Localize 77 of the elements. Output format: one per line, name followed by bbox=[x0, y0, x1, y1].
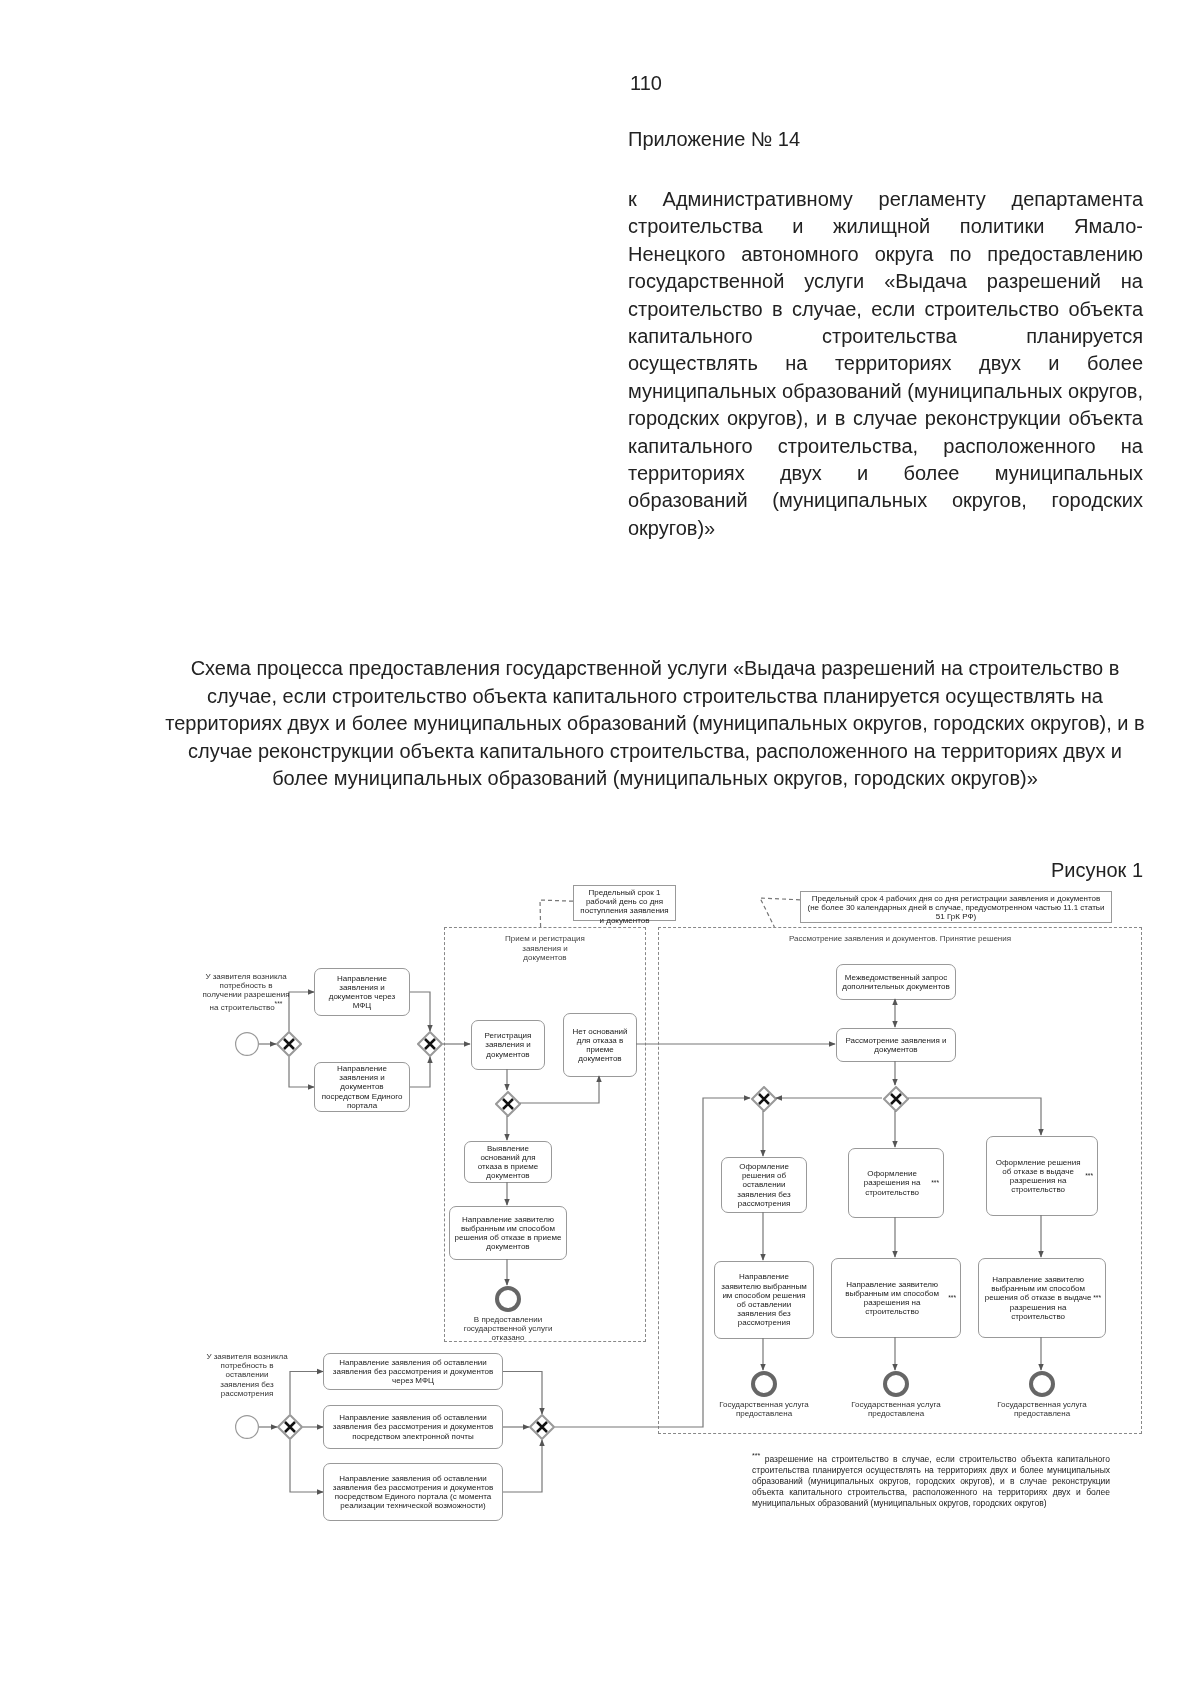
flow-arrow bbox=[288, 1056, 315, 1090]
flow-arrow bbox=[504, 1068, 510, 1091]
flow-arrow bbox=[635, 1041, 836, 1047]
appendix-heading: Приложение № 14 bbox=[628, 127, 802, 152]
flow-arrow bbox=[760, 1110, 766, 1157]
process-lane bbox=[658, 927, 1142, 1434]
task-box: Направление заявителю выбранным им способом решения об отказе в приеме документов bbox=[449, 1206, 567, 1260]
task-box: Регистрация заявления и документов bbox=[471, 1020, 545, 1070]
task-box: Направление заявления об оставлении заявления без рассмотрения и документов посредством электронной почты bbox=[323, 1405, 503, 1449]
flow-arrow bbox=[775, 1095, 883, 1101]
end-event-circle bbox=[883, 1371, 909, 1397]
association-line bbox=[539, 899, 574, 928]
flow-arrow bbox=[892, 1110, 898, 1148]
task-box: Оформление решения об оставлении заявления без рассмотрения bbox=[721, 1157, 807, 1213]
flow-arrow bbox=[258, 1424, 278, 1430]
flow-arrow bbox=[442, 1041, 471, 1047]
flow-arrow bbox=[519, 1075, 602, 1104]
flow-arrow bbox=[502, 1424, 530, 1430]
task-box: Межведомственный запрос дополнительных документов bbox=[836, 964, 956, 1000]
flow-arrow bbox=[289, 1368, 324, 1415]
flow-arrow bbox=[892, 998, 898, 1028]
event-label: У заявителя возникла потребность в оставлении заявления без рассмотрения bbox=[205, 1352, 289, 1398]
flow-arrow bbox=[1038, 1214, 1044, 1258]
start-event-circle bbox=[235, 1415, 259, 1439]
flow-arrow bbox=[1038, 1336, 1044, 1371]
flow-arrow bbox=[504, 1115, 510, 1141]
task-box: Направление заявления об оставлении заявления без рассмотрения и документов через МФЦ bbox=[323, 1353, 503, 1390]
flow-arrow bbox=[258, 1041, 277, 1047]
flow-arrow bbox=[288, 989, 315, 1032]
flow-arrow bbox=[907, 1097, 1044, 1136]
flow-arrow bbox=[554, 1095, 751, 1428]
gateway-diamond bbox=[495, 1091, 521, 1117]
page-number: 110 bbox=[630, 71, 663, 96]
lane-title: Рассмотрение заявления и документов. Принятие решения bbox=[787, 934, 1013, 944]
flow-arrow bbox=[892, 1216, 898, 1258]
gateway-diamond bbox=[751, 1086, 777, 1112]
gateway-diamond bbox=[276, 1031, 302, 1057]
footnote-text: $^{***}$ разрешение на строительство в случае, если строительство объекта капитального строительства планируется осуществлять на территориях двух и более муниципальных образований (муниципальных округов, городских округов), и в случае реконструкции объекта капитального строительства, расположенного на территориях двух и более муниципальных образований (муниципальных округов, городских округов) bbox=[752, 1452, 1110, 1510]
flow-arrow bbox=[409, 1056, 433, 1088]
flow-arrow bbox=[760, 1337, 766, 1371]
figure-number: Рисунок 1 bbox=[1049, 858, 1143, 883]
event-label: Государственная услуга предоставлена bbox=[718, 1400, 810, 1419]
gateway-diamond bbox=[277, 1414, 303, 1440]
flow-arrow bbox=[504, 1258, 510, 1286]
task-box: Выявление оснований для отказа в приеме документов bbox=[464, 1141, 552, 1183]
start-event-circle bbox=[235, 1032, 259, 1056]
task-box: Нет оснований для отказа в приеме документов bbox=[563, 1013, 637, 1077]
flow-arrow bbox=[760, 1211, 766, 1261]
appendix-text: к Административному регламенту департамента строительства и жилищной политики Ямало-Ненецкого автономного округа по предоставлению государственной услуги «Выдача разрешений на строительство в случае, если строительство объекта капитального строительства планируется осуществлять на территориях двух и более муниципальных образований (муниципальных округов, городских округов), и в случае реконструкции объекта капитального строительства, расположенного на территориях двух и более муниципальных образований (муниципальных округов, городских округов)» bbox=[628, 187, 1143, 541]
flow-arrow bbox=[504, 1181, 510, 1206]
association-line bbox=[759, 897, 801, 928]
task-box: Направление заявления и документов через МФЦ bbox=[314, 968, 410, 1016]
event-label: У заявителя возникла потребность в получении разрешения на строительство$^{***}$ bbox=[201, 972, 291, 1012]
end-event-circle bbox=[495, 1286, 521, 1312]
flow-arrow bbox=[502, 1439, 545, 1493]
event-label: Государственная услуга предоставлена bbox=[996, 1400, 1088, 1419]
flow-arrow bbox=[892, 1336, 898, 1371]
flow-arrow bbox=[289, 1439, 324, 1495]
end-event-circle bbox=[751, 1371, 777, 1397]
flow-arrow bbox=[502, 1370, 545, 1415]
task-box: Направление заявителю выбранным им способом решения об оставлении заявления без рассмотрения bbox=[714, 1261, 814, 1339]
event-label: Государственная услуга предоставлена bbox=[850, 1400, 942, 1419]
process-lane bbox=[444, 927, 646, 1342]
task-box: Направление заявления об оставлении заявления без рассмотрения и документов посредством Единого портала (с момента реализации технической возможности) bbox=[323, 1463, 503, 1521]
flow-arrow bbox=[892, 1060, 898, 1086]
diagram-title: Схема процесса предоставления государственной услуги «Выдача разрешений на строительство в случае, если строительство объекта капитального строительства планируется осуществлять на территориях двух и более муниципальных образований (муниципальных округов, городских округов), и в случае реконструкции объекта капитального строительства, расположенного на территориях двух и более муниципальных образований (муниципальных округов, городских округов)» bbox=[164, 656, 1146, 791]
flow-arrow bbox=[302, 1424, 324, 1430]
annotation-note: Предельный срок 4 рабочих дня со дня регистрации заявления и документов (не более 30 календарных дней в случае, предусмотренном частью 11.1 статьи 51 ГрК РФ) bbox=[800, 891, 1112, 923]
task-box: Рассмотрение заявления и документов bbox=[836, 1028, 956, 1062]
end-event-circle bbox=[1029, 1371, 1055, 1397]
lane-title: Прием и регистрация заявления и документов bbox=[504, 934, 586, 963]
gateway-diamond bbox=[417, 1031, 443, 1057]
gateway-diamond bbox=[883, 1086, 909, 1112]
flow-arrow bbox=[409, 991, 433, 1032]
task-box: Направление заявления и документов посредством Единого портала bbox=[314, 1062, 410, 1112]
event-label: В предоставлении государственной услуги отказано bbox=[462, 1315, 554, 1343]
gateway-diamond bbox=[529, 1414, 555, 1440]
